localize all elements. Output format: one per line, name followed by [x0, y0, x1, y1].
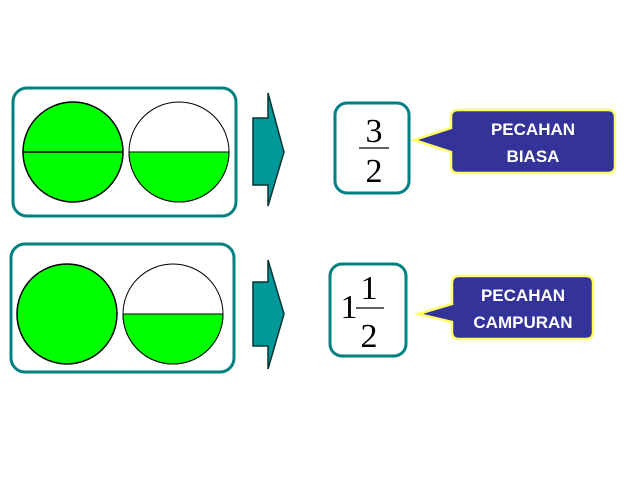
circle-1: [16, 263, 118, 365]
circle-2: [122, 263, 224, 365]
fraction-box: [328, 262, 408, 358]
callout-bubble: [413, 274, 595, 341]
right-arrow-icon: [252, 259, 285, 370]
callout-bubble: [409, 108, 617, 175]
fraction-numerator: 3: [366, 113, 383, 150]
callout-line-2: BIASA: [507, 147, 560, 166]
fraction-numerator: 1: [361, 270, 378, 307]
mixed-number-row: 1 1 2 PECAHAN CAMPURAN: [9, 242, 595, 374]
callout-line-1: PECAHAN: [481, 286, 565, 305]
circle-half-fill: [122, 313, 224, 365]
callout-line-2: CAMPURAN: [473, 313, 572, 332]
callout-line-1: PECAHAN: [491, 120, 575, 139]
circle-half-fill: [128, 151, 230, 203]
mixed-whole: 1: [341, 289, 358, 326]
circle-fill: [16, 263, 118, 365]
improper-fraction-row: 3 2 PECAHAN BIASA: [11, 86, 617, 218]
right-arrow-icon: [252, 92, 285, 207]
circle-2: [128, 101, 230, 203]
fraction-denominator: 2: [361, 318, 378, 355]
fraction-denominator: 2: [366, 153, 383, 190]
circle-1: [22, 101, 124, 203]
